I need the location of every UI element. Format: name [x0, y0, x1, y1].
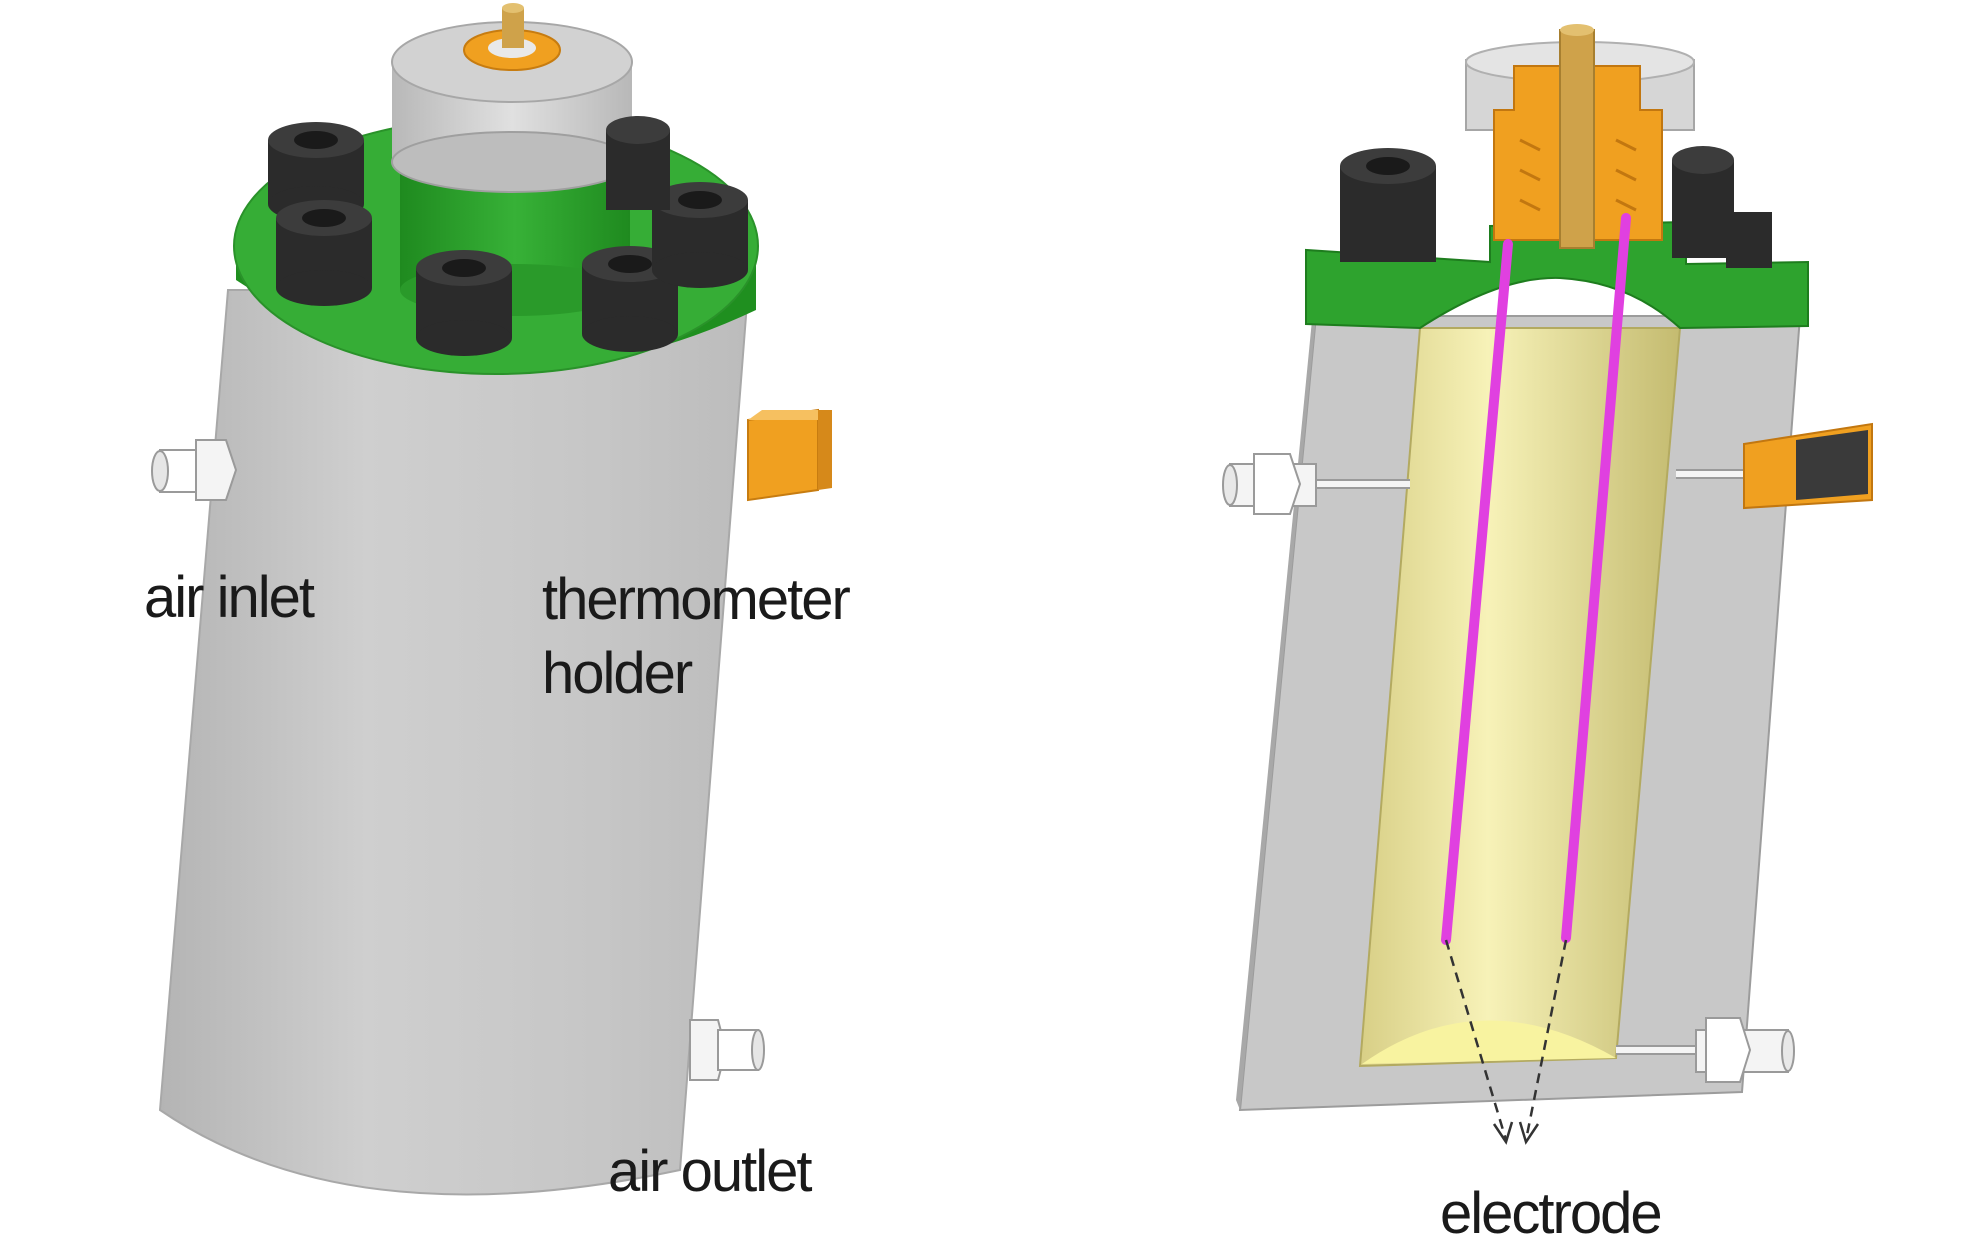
section-air-outlet-fitting	[1616, 1017, 1795, 1083]
air-outlet-fitting	[689, 1019, 765, 1081]
section-thermometer-holder	[1676, 422, 1873, 510]
cylinder-body	[158, 289, 750, 1196]
thermometer-holder-fitting	[747, 408, 832, 502]
air-outlet-label: air outlet	[608, 1139, 812, 1204]
bolt-icon	[1672, 146, 1734, 258]
bolt-icon	[1340, 148, 1436, 262]
thermometer-holder-label-line1: thermometer	[542, 567, 851, 632]
bolt-icon	[652, 182, 748, 288]
section-brass-rod	[1559, 29, 1595, 249]
bolt-icon	[416, 250, 512, 356]
reactor-exterior	[151, 3, 832, 1196]
electrode-label: electrode	[1440, 1181, 1663, 1246]
bolt-icon	[276, 200, 372, 306]
reactor-cross-section	[1222, 24, 1873, 1145]
section-air-inlet-fitting	[1222, 453, 1410, 515]
air-inlet-fitting	[151, 439, 238, 501]
thermometer-holder-label-line2: holder	[542, 641, 693, 706]
bolt-icon	[606, 116, 670, 210]
electrode-rod-right	[1561, 213, 1631, 943]
electrode-pointer-arrows	[1444, 939, 1568, 1141]
electrode-rod-left	[1441, 239, 1513, 945]
bolt-icon	[1726, 212, 1772, 268]
air-inlet-label: air inlet	[144, 565, 315, 630]
brass-rod-top	[502, 8, 524, 48]
